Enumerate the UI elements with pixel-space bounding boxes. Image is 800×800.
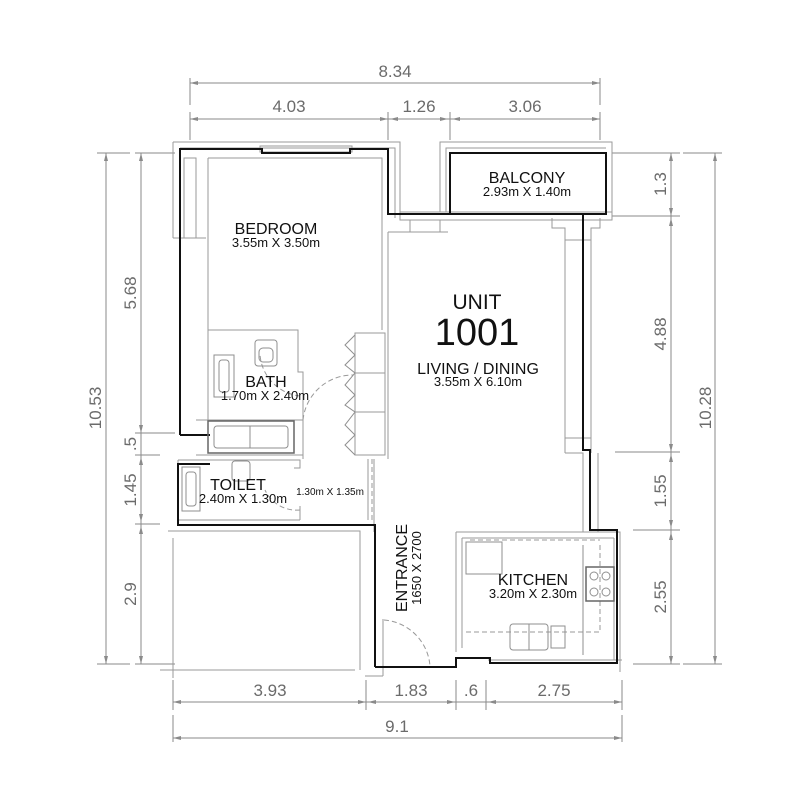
dim-right-2: 4.88	[651, 317, 670, 350]
dim-left-2: .5	[121, 437, 140, 451]
dim-right-1: 1.3	[651, 172, 670, 196]
wardrobe-doors	[344, 334, 356, 456]
dim-left-4: 2.9	[121, 582, 140, 606]
dim-right-overall: 10.28	[696, 387, 715, 430]
dim-bottom-2: 1.83	[394, 681, 427, 700]
dimension-lines	[97, 78, 722, 742]
dim-top-1: 4.03	[272, 97, 305, 116]
stove-icon	[585, 566, 615, 602]
kitchen-label: KITCHEN	[498, 572, 568, 589]
drainboard-icon	[550, 625, 566, 649]
kitchen-fixtures	[465, 541, 615, 655]
dim-top-overall: 8.34	[378, 62, 411, 81]
unit-number: 1001	[435, 312, 520, 354]
living-label: LIVING / DINING	[417, 361, 539, 378]
dim-left-3: 1.45	[121, 473, 140, 506]
living-size: 3.55m X 6.10m	[434, 374, 522, 389]
bath-shower-icon	[213, 354, 235, 398]
dim-top-3: 3.06	[508, 97, 541, 116]
dim-right-3: 1.55	[651, 474, 670, 507]
dim-left-1: 5.68	[121, 276, 140, 309]
bedroom-size: 3.55m X 3.50m	[232, 235, 320, 250]
kitchen-size: 3.20m X 2.30m	[489, 586, 577, 601]
bath-label: BATH	[245, 374, 286, 391]
dim-bottom-4: 2.75	[537, 681, 570, 700]
dim-bottom-overall: 9.1	[385, 717, 409, 736]
entrance-label: ENTRANCE	[394, 524, 411, 612]
dimension-labels: 8.34 4.03 1.26 3.06 3.93 1.83 .6 2.75 9.…	[86, 62, 715, 736]
dim-bottom-1: 3.93	[253, 681, 286, 700]
bathtub-icon	[207, 420, 295, 454]
toilet-size: 2.40m X 1.30m	[199, 491, 287, 506]
balcony-label: BALCONY	[489, 170, 566, 187]
dim-left-overall: 10.53	[86, 387, 105, 430]
bath-size: 1.70m X 2.40m	[221, 388, 309, 403]
dim-top-2: 1.26	[402, 97, 435, 116]
dim-right-4: 2.55	[651, 580, 670, 613]
toilet-basin-icon	[181, 466, 201, 512]
toilet-fixtures	[181, 460, 251, 512]
bedroom-label: BEDROOM	[235, 221, 318, 238]
hall-size: 1.30m X 1.35m	[296, 487, 364, 498]
bath-fixtures	[207, 339, 295, 454]
toilet-wc-icon	[231, 460, 251, 482]
walls-outline	[177, 148, 618, 668]
bath-wc-icon	[254, 339, 278, 367]
toilet-label: TOILET	[210, 477, 266, 494]
entrance-size: 1650 X 2700	[409, 531, 424, 605]
room-labels: BEDROOM 3.55m X 3.50m BALCONY 2.93m X 1.…	[199, 170, 577, 612]
fridge-icon	[465, 541, 503, 575]
balcony-size: 2.93m X 1.40m	[483, 184, 571, 199]
entrance-door-swing	[383, 619, 431, 667]
bath-door-swing	[302, 374, 354, 421]
dim-bottom-3: .6	[464, 681, 478, 700]
door-swings	[259, 354, 601, 667]
unit-label: UNIT	[453, 291, 502, 314]
